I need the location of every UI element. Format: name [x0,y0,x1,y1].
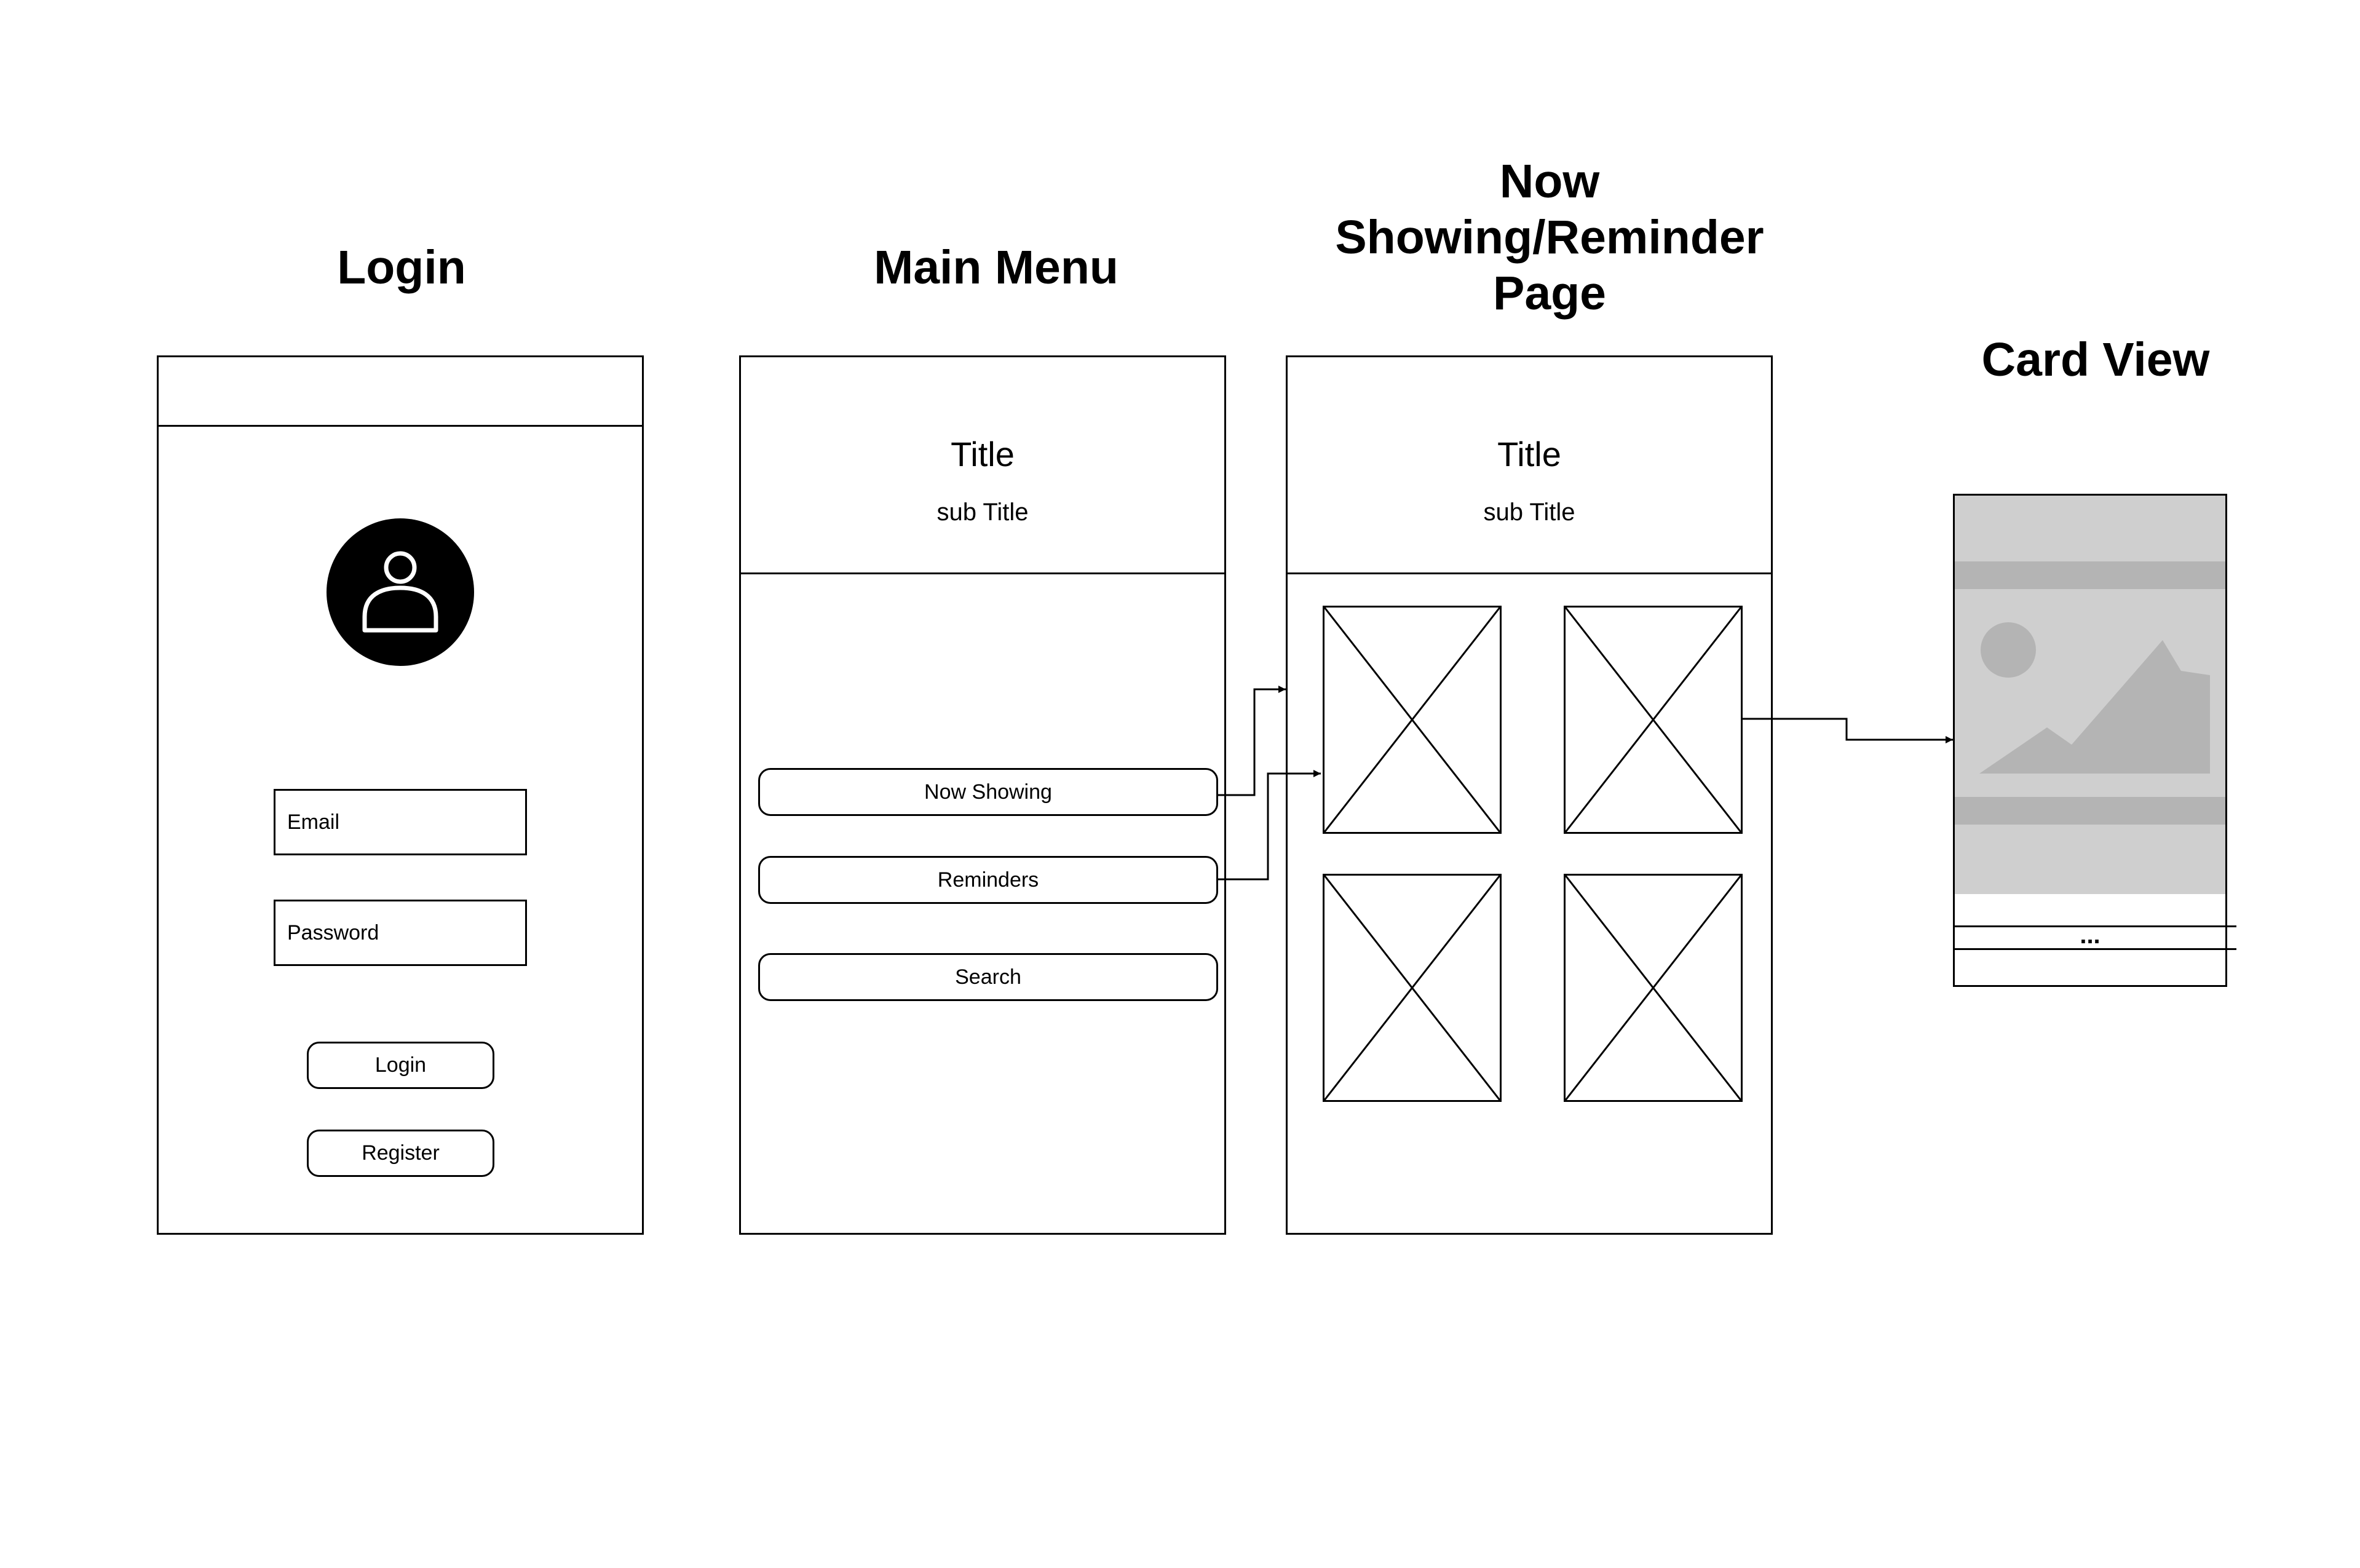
card-divider-2 [1955,948,2236,950]
main-menu-subtitle: sub Title [936,499,1029,526]
user-icon [327,518,474,666]
email-field[interactable]: Email [274,789,527,855]
now-showing-title: Title [1497,435,1561,473]
image-placeholder-4[interactable] [1564,874,1743,1102]
card-band-bottom [1955,797,2225,825]
main-menu-screen: Title sub Title Now Showing Reminders Se… [739,355,1226,1235]
now-showing-subtitle: sub Title [1483,499,1575,526]
now-showing-screen: Title sub Title [1286,355,1773,1235]
connector-card-view [1741,718,1953,743]
image-placeholder-2[interactable] [1564,606,1743,834]
card-divider-1 [1955,925,2236,927]
image-placeholder-1[interactable] [1323,606,1502,834]
main-menu-title: Title [951,435,1015,473]
card-view[interactable]: ... [1953,494,2236,987]
image-placeholder-icon [1979,622,2210,774]
now-showing-page-heading: Now Showing/Reminder Page [1304,154,1796,322]
login-screen: Email Password Login Register [157,355,644,1235]
image-placeholder-3[interactable] [1323,874,1502,1102]
card-image [1955,496,2225,894]
login-button[interactable]: Login [307,1042,494,1089]
card-view-heading: Card View [1981,333,2210,386]
search-button[interactable]: Search [758,953,1218,1001]
reminders-button[interactable]: Reminders [758,856,1218,904]
register-button[interactable]: Register [307,1130,494,1177]
heading-line-3: Page [1492,267,1607,320]
heading-line-2: Showing/Reminder [1335,211,1764,264]
login-heading: Login [337,241,466,294]
now-showing-button[interactable]: Now Showing [758,768,1218,816]
login-header-divider [159,425,642,427]
connector-now-showing [1218,686,1286,796]
password-field[interactable]: Password [274,900,527,966]
card-band-top [1955,561,2225,589]
heading-line-1: Now [1499,155,1600,208]
main-menu-heading: Main Menu [874,241,1119,294]
main-menu-header-divider [741,572,1224,574]
card-more-label[interactable]: ... [2080,922,2101,949]
connector-reminders [1218,770,1321,881]
now-showing-header-divider [1288,572,1771,574]
